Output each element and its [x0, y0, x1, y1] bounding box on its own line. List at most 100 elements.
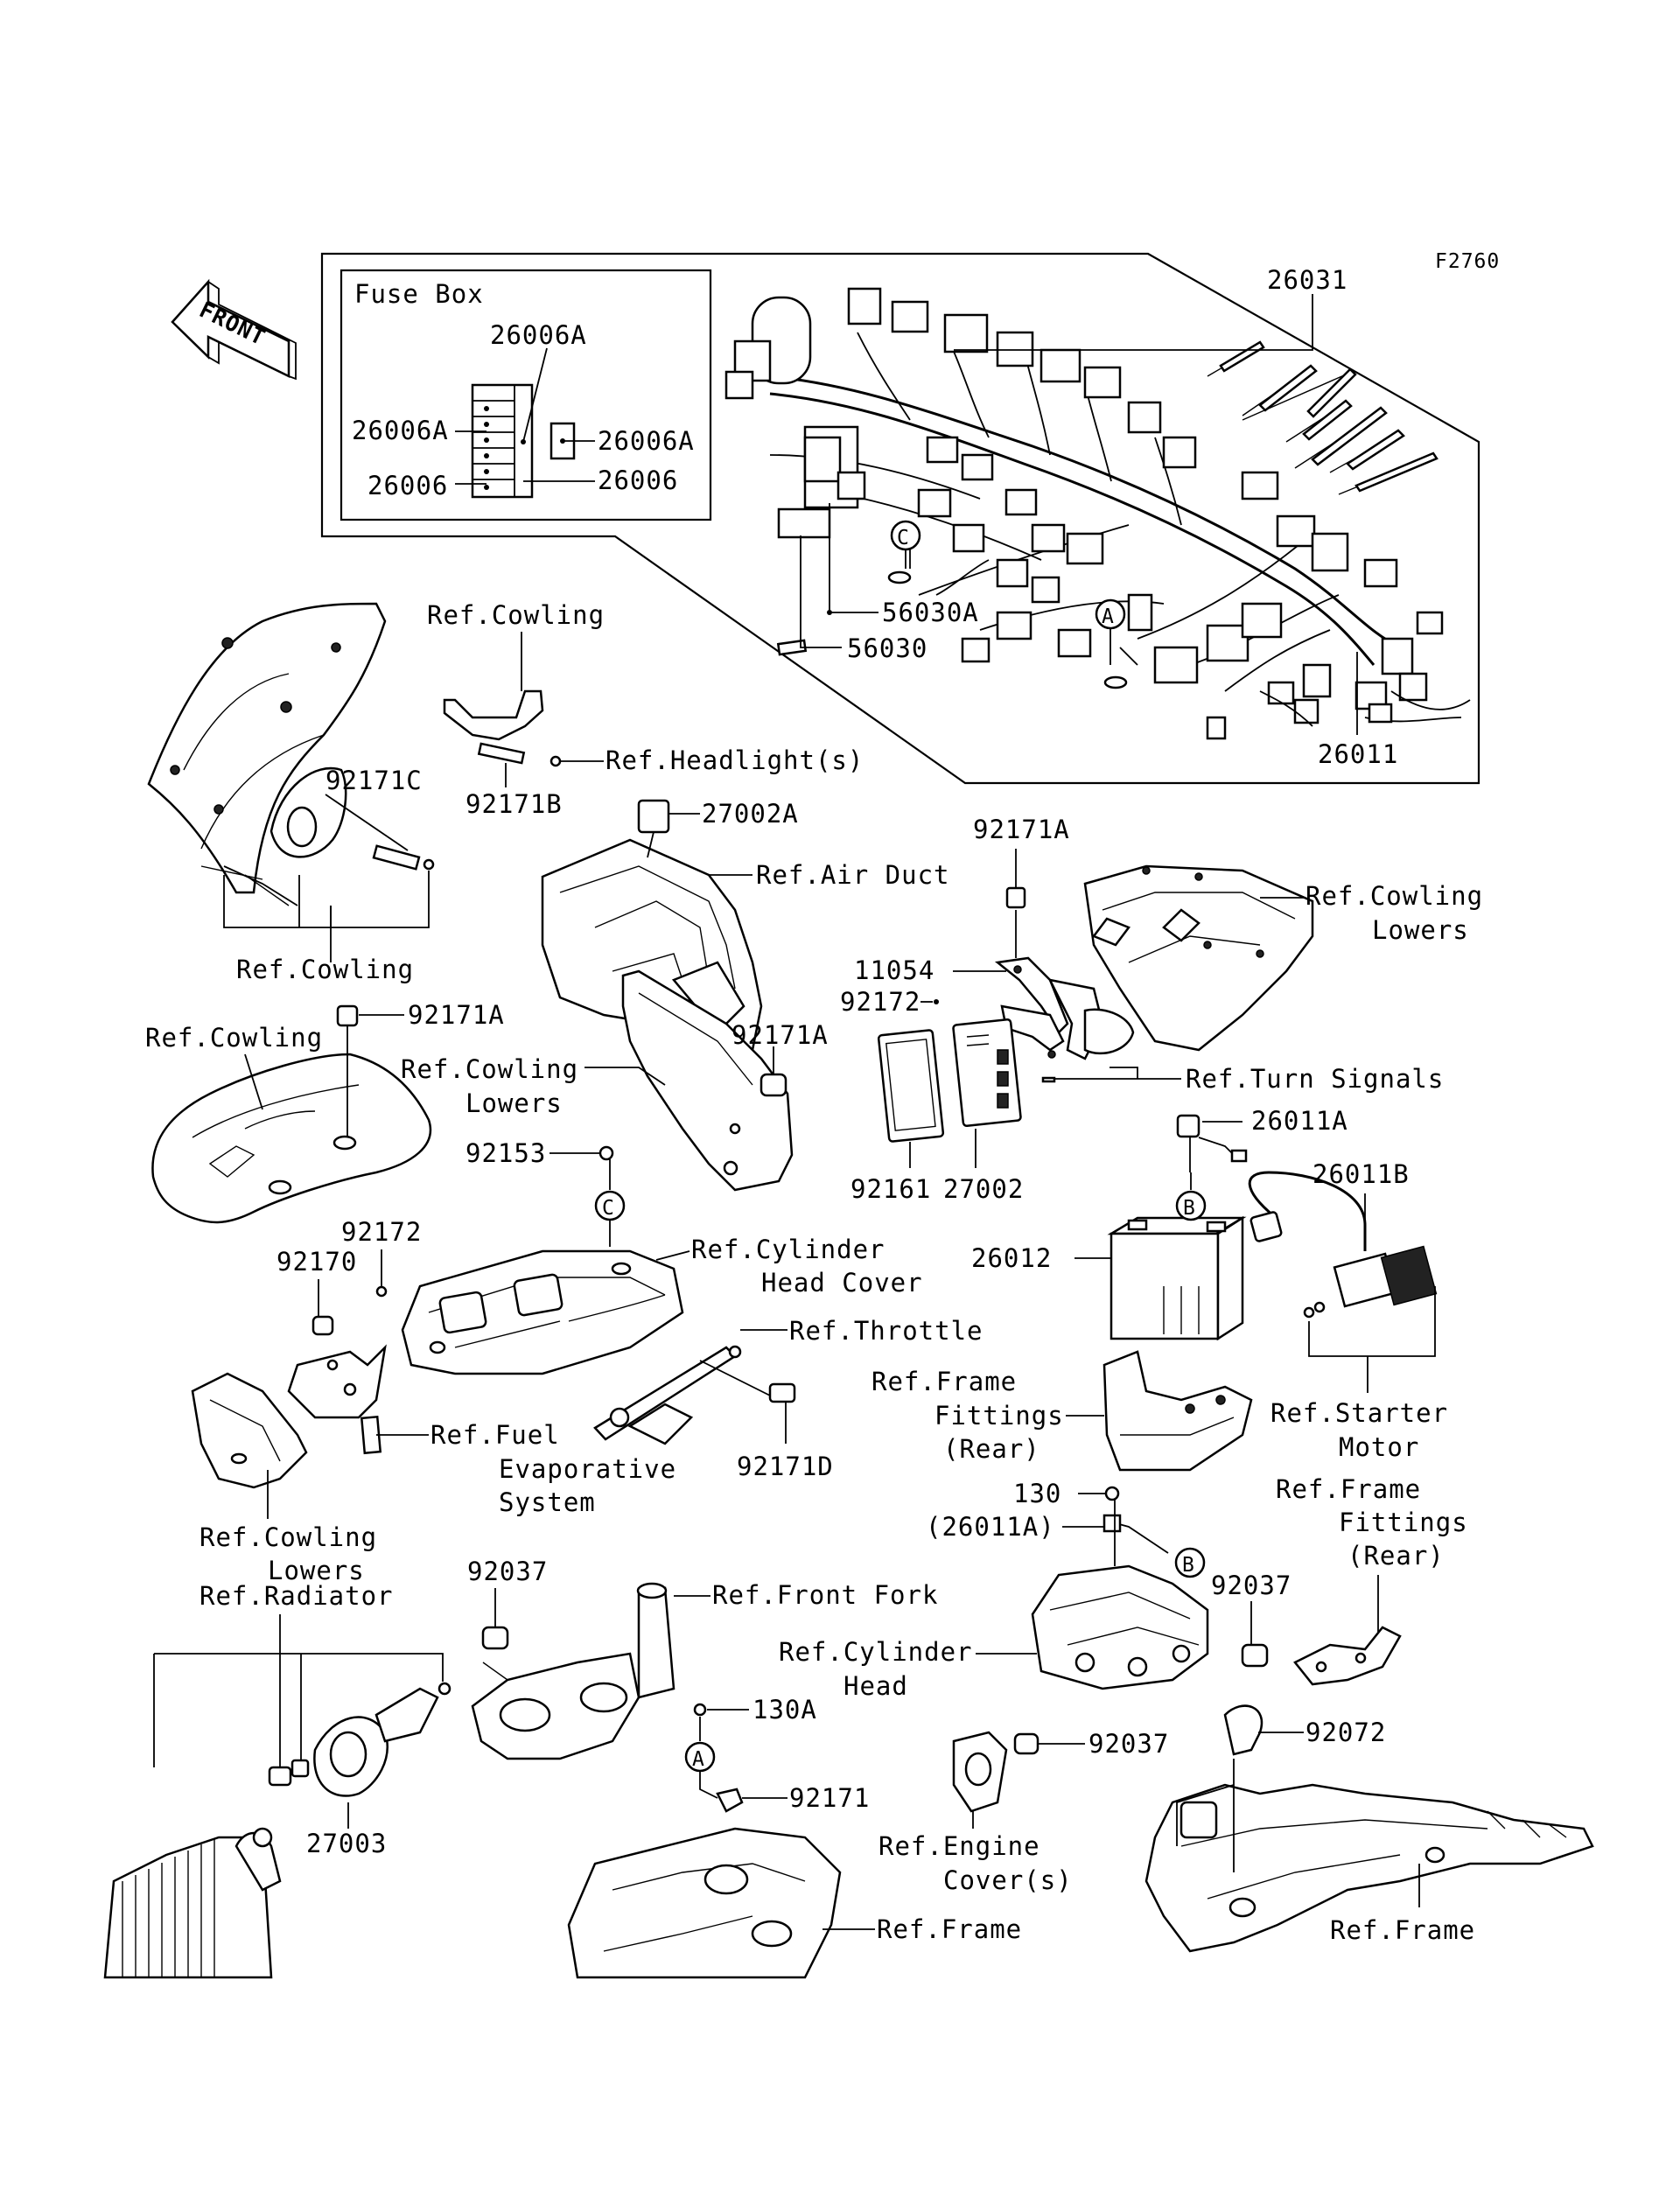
lower-cowling-bracket-drawing: [191, 1315, 387, 1489]
front-arrow-icon: [171, 278, 297, 381]
label-ref-frame-fittings2-2: Fittings: [1339, 1508, 1468, 1537]
label-ref-cowling-lowers-right-1: Ref.Cowling: [1306, 881, 1483, 911]
label-11054: 11054: [854, 955, 934, 985]
label-92037-mid: 92037: [1088, 1729, 1169, 1759]
label-ref-cowling-lowers-mid-1: Ref.Cowling: [401, 1054, 578, 1084]
label-ref-fuel-2: Evaporative: [499, 1454, 676, 1484]
throttle-harness-drawing: [593, 1345, 796, 1445]
label-92171A-left: 92171A: [408, 1000, 505, 1030]
label-ref-turn-signals: Ref.Turn Signals: [1186, 1064, 1444, 1094]
label-27003: 27003: [306, 1829, 387, 1858]
label-27002: 27002: [943, 1174, 1024, 1204]
label-92171C: 92171C: [326, 766, 423, 795]
label-92171: 92171: [789, 1783, 870, 1813]
label-ref-fuel-3: System: [499, 1487, 596, 1517]
label-92171A-mid: 92171A: [732, 1020, 829, 1050]
battery-tray-drawing: [1102, 1350, 1253, 1472]
marker-b-top: [1175, 1190, 1207, 1221]
label-ref-engine-cover-2: Cover(s): [943, 1865, 1073, 1895]
fuse-label-left-lower: 26006: [368, 471, 448, 500]
marker-a-bottom-text: A: [692, 1748, 705, 1771]
harness-main-label: 26031: [1267, 265, 1348, 295]
label-92172-mid: 92172: [840, 987, 920, 1017]
inner-cowling-drawing: [151, 1004, 432, 1224]
label-ref-cowling-lowers-bl-2: Lowers: [268, 1556, 365, 1585]
label-ref-cowling-lowers-mid-2: Lowers: [466, 1088, 563, 1118]
label-ref-headlights: Ref.Headlight(s): [606, 745, 864, 775]
cowling-lowers-right-drawing: [1083, 864, 1314, 1052]
label-26011B: 26011B: [1312, 1159, 1410, 1189]
band-92072-drawing: [1223, 1704, 1264, 1756]
label-ref-frame-fittings-1: Ref.Frame: [872, 1367, 1017, 1396]
label-ref-cyl-head-1: Ref.Cylinder: [779, 1637, 973, 1667]
label-92171B: 92171B: [466, 789, 563, 819]
turn-signal-bracket-drawing: [994, 886, 1135, 1083]
label-130A: 130A: [752, 1695, 817, 1725]
marker-b-bottom: [1174, 1547, 1206, 1578]
marker-b-bottom-text: B: [1182, 1554, 1195, 1577]
label-ref-cyl-head-cover-2: Head Cover: [761, 1268, 923, 1298]
fuse-label-right-upper: 26006A: [598, 426, 695, 456]
label-26011A-paren: (26011A): [926, 1512, 1055, 1542]
label-ref-frame-fittings2-3: (Rear): [1348, 1541, 1445, 1571]
battery-cable-26011A-drawing: [1176, 1114, 1248, 1172]
label-92171A-top: 92171A: [973, 815, 1070, 844]
label-92172-left: 92172: [341, 1217, 422, 1247]
label-ref-frame-right: Ref.Frame: [1330, 1915, 1475, 1945]
starter-relay-cable-drawing: [1248, 1171, 1438, 1319]
engine-cover-bracket-drawing: [952, 1731, 1040, 1813]
front-frame-drawing: [567, 1827, 842, 1979]
label-92037-left: 92037: [467, 1557, 548, 1586]
label-ref-frame-fittings-2: Fittings: [934, 1401, 1064, 1431]
harness-group-frame: [320, 252, 1480, 785]
ecu-27002-drawing: [952, 1018, 1022, 1127]
label-ref-frame-mid: Ref.Frame: [877, 1914, 1022, 1944]
marker-c-text: C: [602, 1197, 615, 1220]
marker-b-top-text: B: [1183, 1197, 1196, 1220]
upper-cowling-drawing: [147, 602, 435, 906]
harness-sub-label: 26011: [1318, 739, 1398, 769]
label-92072: 92072: [1306, 1718, 1386, 1747]
label-ref-throttle: Ref.Throttle: [789, 1316, 984, 1346]
harness-marker-c-text: C: [897, 527, 910, 549]
label-92153: 92153: [466, 1138, 546, 1168]
fuse-box-inset: [340, 269, 712, 521]
rear-frame-drawing: [1144, 1783, 1594, 1953]
label-27002A: 27002A: [702, 799, 799, 829]
label-ref-front-fork: Ref.Front Fork: [712, 1580, 938, 1610]
label-ref-fuel-1: Ref.Fuel: [430, 1420, 560, 1450]
tape-label: 56030: [847, 633, 928, 663]
label-ref-frame-fittings-3: (Rear): [943, 1434, 1040, 1464]
cowling-lowers-bracket-drawing: [621, 969, 794, 1192]
label-ref-starter-2: Motor: [1339, 1432, 1419, 1462]
fuse-box-title: Fuse Box: [354, 279, 484, 309]
label-ref-air-duct: Ref.Air Duct: [756, 860, 950, 890]
front-fork-clamp-drawing: [471, 1582, 676, 1760]
label-ref-cyl-head-2: Head: [844, 1671, 908, 1701]
label-ref-frame-fittings2-1: Ref.Frame: [1276, 1474, 1421, 1504]
tape-a-label: 56030A: [882, 598, 979, 627]
label-92170: 92170: [276, 1247, 357, 1277]
label-ref-radiator: Ref.Radiator: [200, 1581, 394, 1611]
horn-27003-drawing: [268, 1682, 452, 1797]
label-ref-starter-1: Ref.Starter: [1270, 1398, 1448, 1428]
label-92171D: 92171D: [737, 1452, 834, 1481]
label-ref-cyl-head-cover-1: Ref.Cylinder: [691, 1235, 886, 1264]
cylinder-head-cover-drawing: [401, 1249, 684, 1375]
label-26012: 26012: [971, 1243, 1052, 1273]
label-26011A: 26011A: [1251, 1106, 1348, 1136]
fuse-box-block: [471, 383, 576, 499]
cylinder-head-drawing: [1031, 1564, 1209, 1690]
label-92037-right: 92037: [1211, 1571, 1292, 1600]
ecu-92161-drawing: [877, 1029, 945, 1143]
harness-marker-a-text: A: [1102, 605, 1115, 628]
label-ref-cowling-left: Ref.Cowling: [236, 955, 414, 984]
rear-fitting-drawing: [1241, 1626, 1402, 1686]
main-wiring-harness: [724, 287, 1471, 740]
label-92161: 92161: [850, 1174, 931, 1204]
label-ref-cowling-top: Ref.Cowling: [427, 600, 605, 630]
label-ref-cowling-lowers-bl-1: Ref.Cowling: [200, 1522, 377, 1552]
label-130: 130: [1013, 1479, 1061, 1508]
label-ref-cowling-lowers-right-2: Lowers: [1372, 915, 1469, 945]
